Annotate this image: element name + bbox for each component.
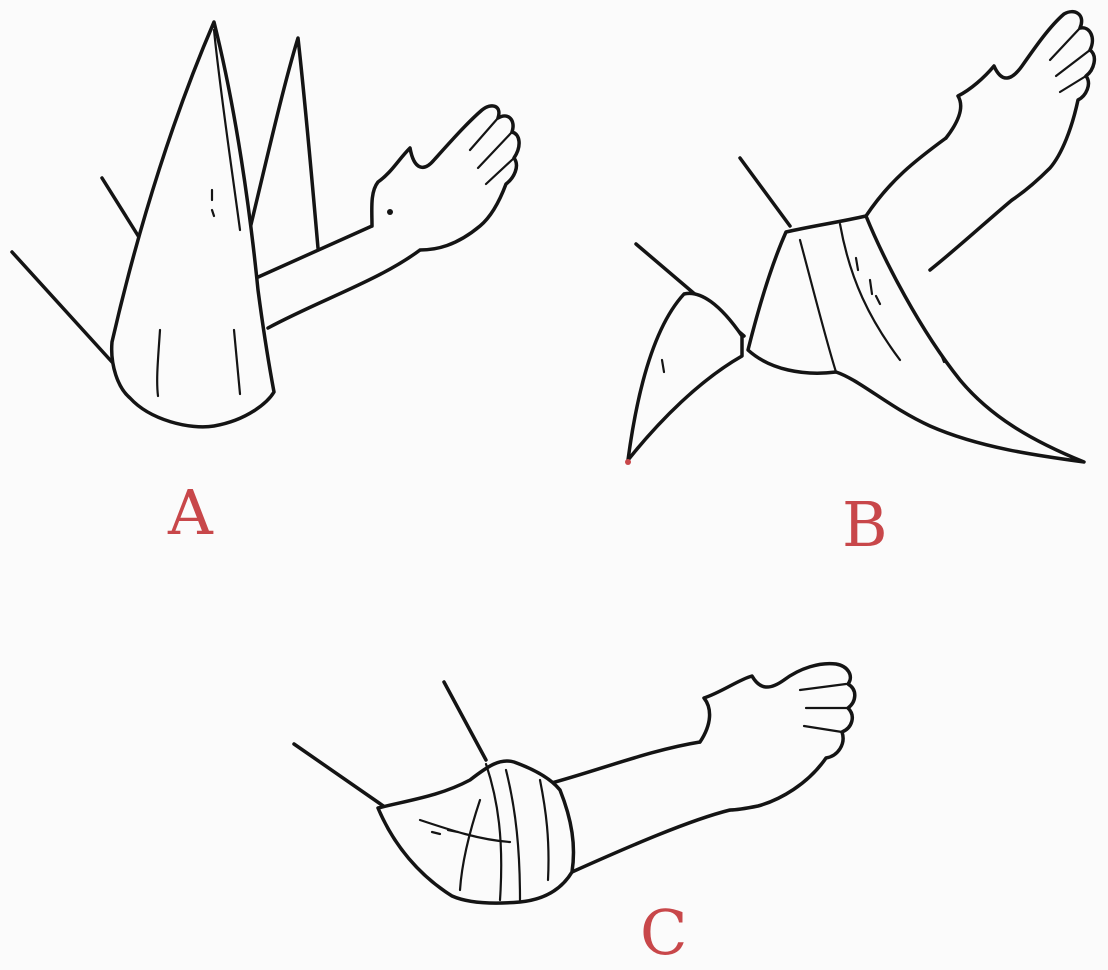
panel-a-upper-arm-inner-line: [102, 178, 142, 242]
panel-c-forearm: [548, 742, 730, 872]
panel-b-mark-dot: [625, 459, 631, 465]
panel-c-drawing: [294, 664, 855, 903]
panel-a-drawing: [12, 22, 519, 427]
panel-c-upper-arm-inner-line: [444, 682, 486, 760]
panel-c-upper-arm-outer-line: [294, 744, 392, 812]
panel-b-hand: [946, 12, 1094, 200]
panel-c-bandage-wrap: [378, 761, 574, 903]
panel-b-drawing: [625, 12, 1094, 465]
panel-b-bandage-wrap: [748, 216, 1084, 462]
panel-a-ink-dot: [387, 209, 393, 215]
panel-b-left-bandage-tail: [628, 293, 742, 460]
panel-a-label: A: [168, 482, 213, 544]
panel-a-upper-arm-outer-line: [12, 252, 112, 362]
panel-a-back-bandage-tail: [242, 38, 318, 262]
panel-a-front-bandage: [112, 22, 274, 427]
panel-b-upper-arm-inner-line: [740, 158, 790, 226]
panel-a-hand: [372, 106, 519, 250]
panel-b-label: B: [842, 494, 888, 556]
panel-c-label: C: [640, 902, 687, 964]
